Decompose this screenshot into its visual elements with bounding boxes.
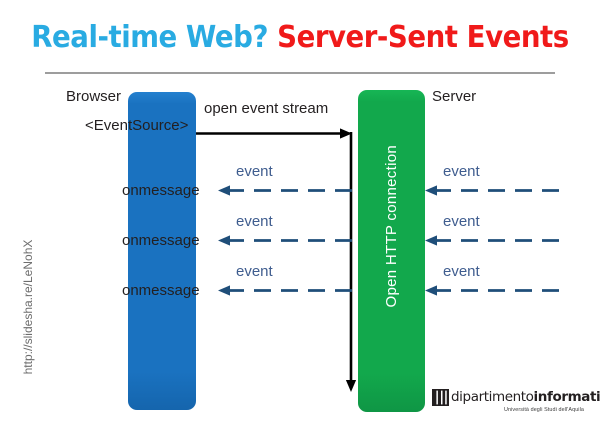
title-divider: [45, 72, 555, 74]
eventsource-label: <EventSource>: [85, 117, 189, 134]
event-label: event: [236, 163, 273, 180]
event-label: event: [443, 163, 480, 180]
event-arrow-icon: [218, 285, 352, 296]
event-label: event: [236, 263, 273, 280]
server-label: Server: [432, 88, 477, 105]
event-label: event: [443, 213, 480, 230]
event-label: event: [443, 263, 480, 280]
server-lifeline-box: [358, 90, 425, 412]
event-label: event: [236, 213, 273, 230]
open-event-stream-label: open event stream: [204, 100, 329, 117]
slide-title: Real-time Web? Server-Sent Events: [24, 20, 576, 55]
logo-wordmark-informatica: informatica: [533, 389, 600, 405]
event-arrow-icon: [218, 235, 352, 246]
onmessage-label: onmessage: [122, 282, 200, 299]
browser-lifeline-box: [128, 92, 196, 410]
logo-wordmark-partimento: partimento: [462, 389, 534, 405]
title-primary-text: Real-time Web?: [31, 20, 278, 55]
open-http-connection-label: Open HTTP connection: [358, 145, 425, 345]
onmessage-label: onmessage: [122, 182, 200, 199]
http-connection-duration-arrow-icon: [345, 132, 357, 392]
logo-mark-icon: [432, 389, 449, 406]
onmessage-label: onmessage: [122, 232, 200, 249]
department-logo: dipartimentoinformatica Università degli…: [432, 389, 600, 419]
logo-bars-icon: [436, 390, 447, 405]
event-arrow-icon: [425, 185, 559, 196]
logo-subtitle: Università degli Studi dell'Aquila: [504, 407, 584, 413]
logo-wordmark: dipartimentoinformatica: [451, 389, 600, 405]
logo-wordmark-di: di: [451, 389, 463, 405]
open-event-stream-arrow-icon: [196, 128, 352, 139]
share-url-text: http://slidesha.re/LeNohX: [21, 239, 35, 375]
event-arrow-icon: [425, 285, 559, 296]
title-secondary-text: Server-Sent Events: [277, 20, 569, 55]
browser-label: Browser: [66, 88, 122, 105]
event-arrow-icon: [218, 185, 352, 196]
event-arrow-icon: [425, 235, 559, 246]
open-http-connection-text: Open HTTP connection: [383, 145, 400, 308]
